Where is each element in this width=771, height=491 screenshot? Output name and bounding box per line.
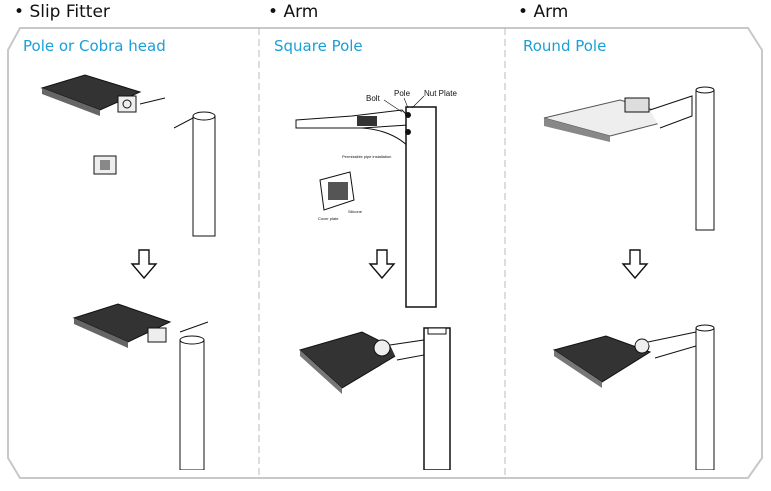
panel-title: Round Pole — [523, 37, 607, 55]
assembled-luminaire-illustration — [299, 327, 451, 470]
bullet: • — [518, 2, 529, 22]
round-pole-diagram — [543, 86, 715, 470]
down-arrow-icon — [368, 249, 396, 280]
slip-fitter-diagram — [40, 74, 216, 470]
bolt-label: Bolt — [366, 94, 381, 103]
panel-title: Pole or Cobra head — [23, 37, 166, 55]
silicone-label: Silicone — [348, 209, 363, 214]
down-arrow-icon — [130, 249, 158, 280]
header-label: Arm — [533, 2, 569, 22]
header-arm-round: • Arm — [518, 2, 568, 22]
header-label: Arm — [283, 2, 319, 22]
panel-title: Square Pole — [274, 37, 363, 55]
header-arm-square: • Arm — [268, 2, 318, 22]
header-slip-fitter: • Slip Fitter — [14, 2, 110, 22]
pipe-label: Permissible pipe installation — [342, 154, 391, 159]
assembled-luminaire-illustration — [552, 324, 715, 470]
square-pole-diagram: Bolt Pole Nut Plate Permissible pipe ins… — [295, 89, 457, 470]
cover-plate-label: Cover plate — [318, 216, 339, 221]
bracket-part — [319, 171, 355, 211]
luminaire-side-view — [295, 106, 437, 308]
assembled-luminaire-illustration — [72, 303, 209, 470]
luminaire-illustration — [543, 86, 715, 231]
pole-label: Pole — [394, 89, 411, 98]
square-pole — [405, 106, 437, 308]
luminaire-illustration — [40, 74, 166, 116]
header-label: Slip Fitter — [29, 2, 110, 22]
down-arrow-icon — [621, 249, 649, 280]
nut-plate-label: Nut Plate — [424, 89, 457, 98]
bullet: • — [14, 2, 25, 22]
pole-illustration — [173, 111, 216, 237]
slip-fitter-part — [93, 155, 117, 175]
bullet: • — [268, 2, 279, 22]
